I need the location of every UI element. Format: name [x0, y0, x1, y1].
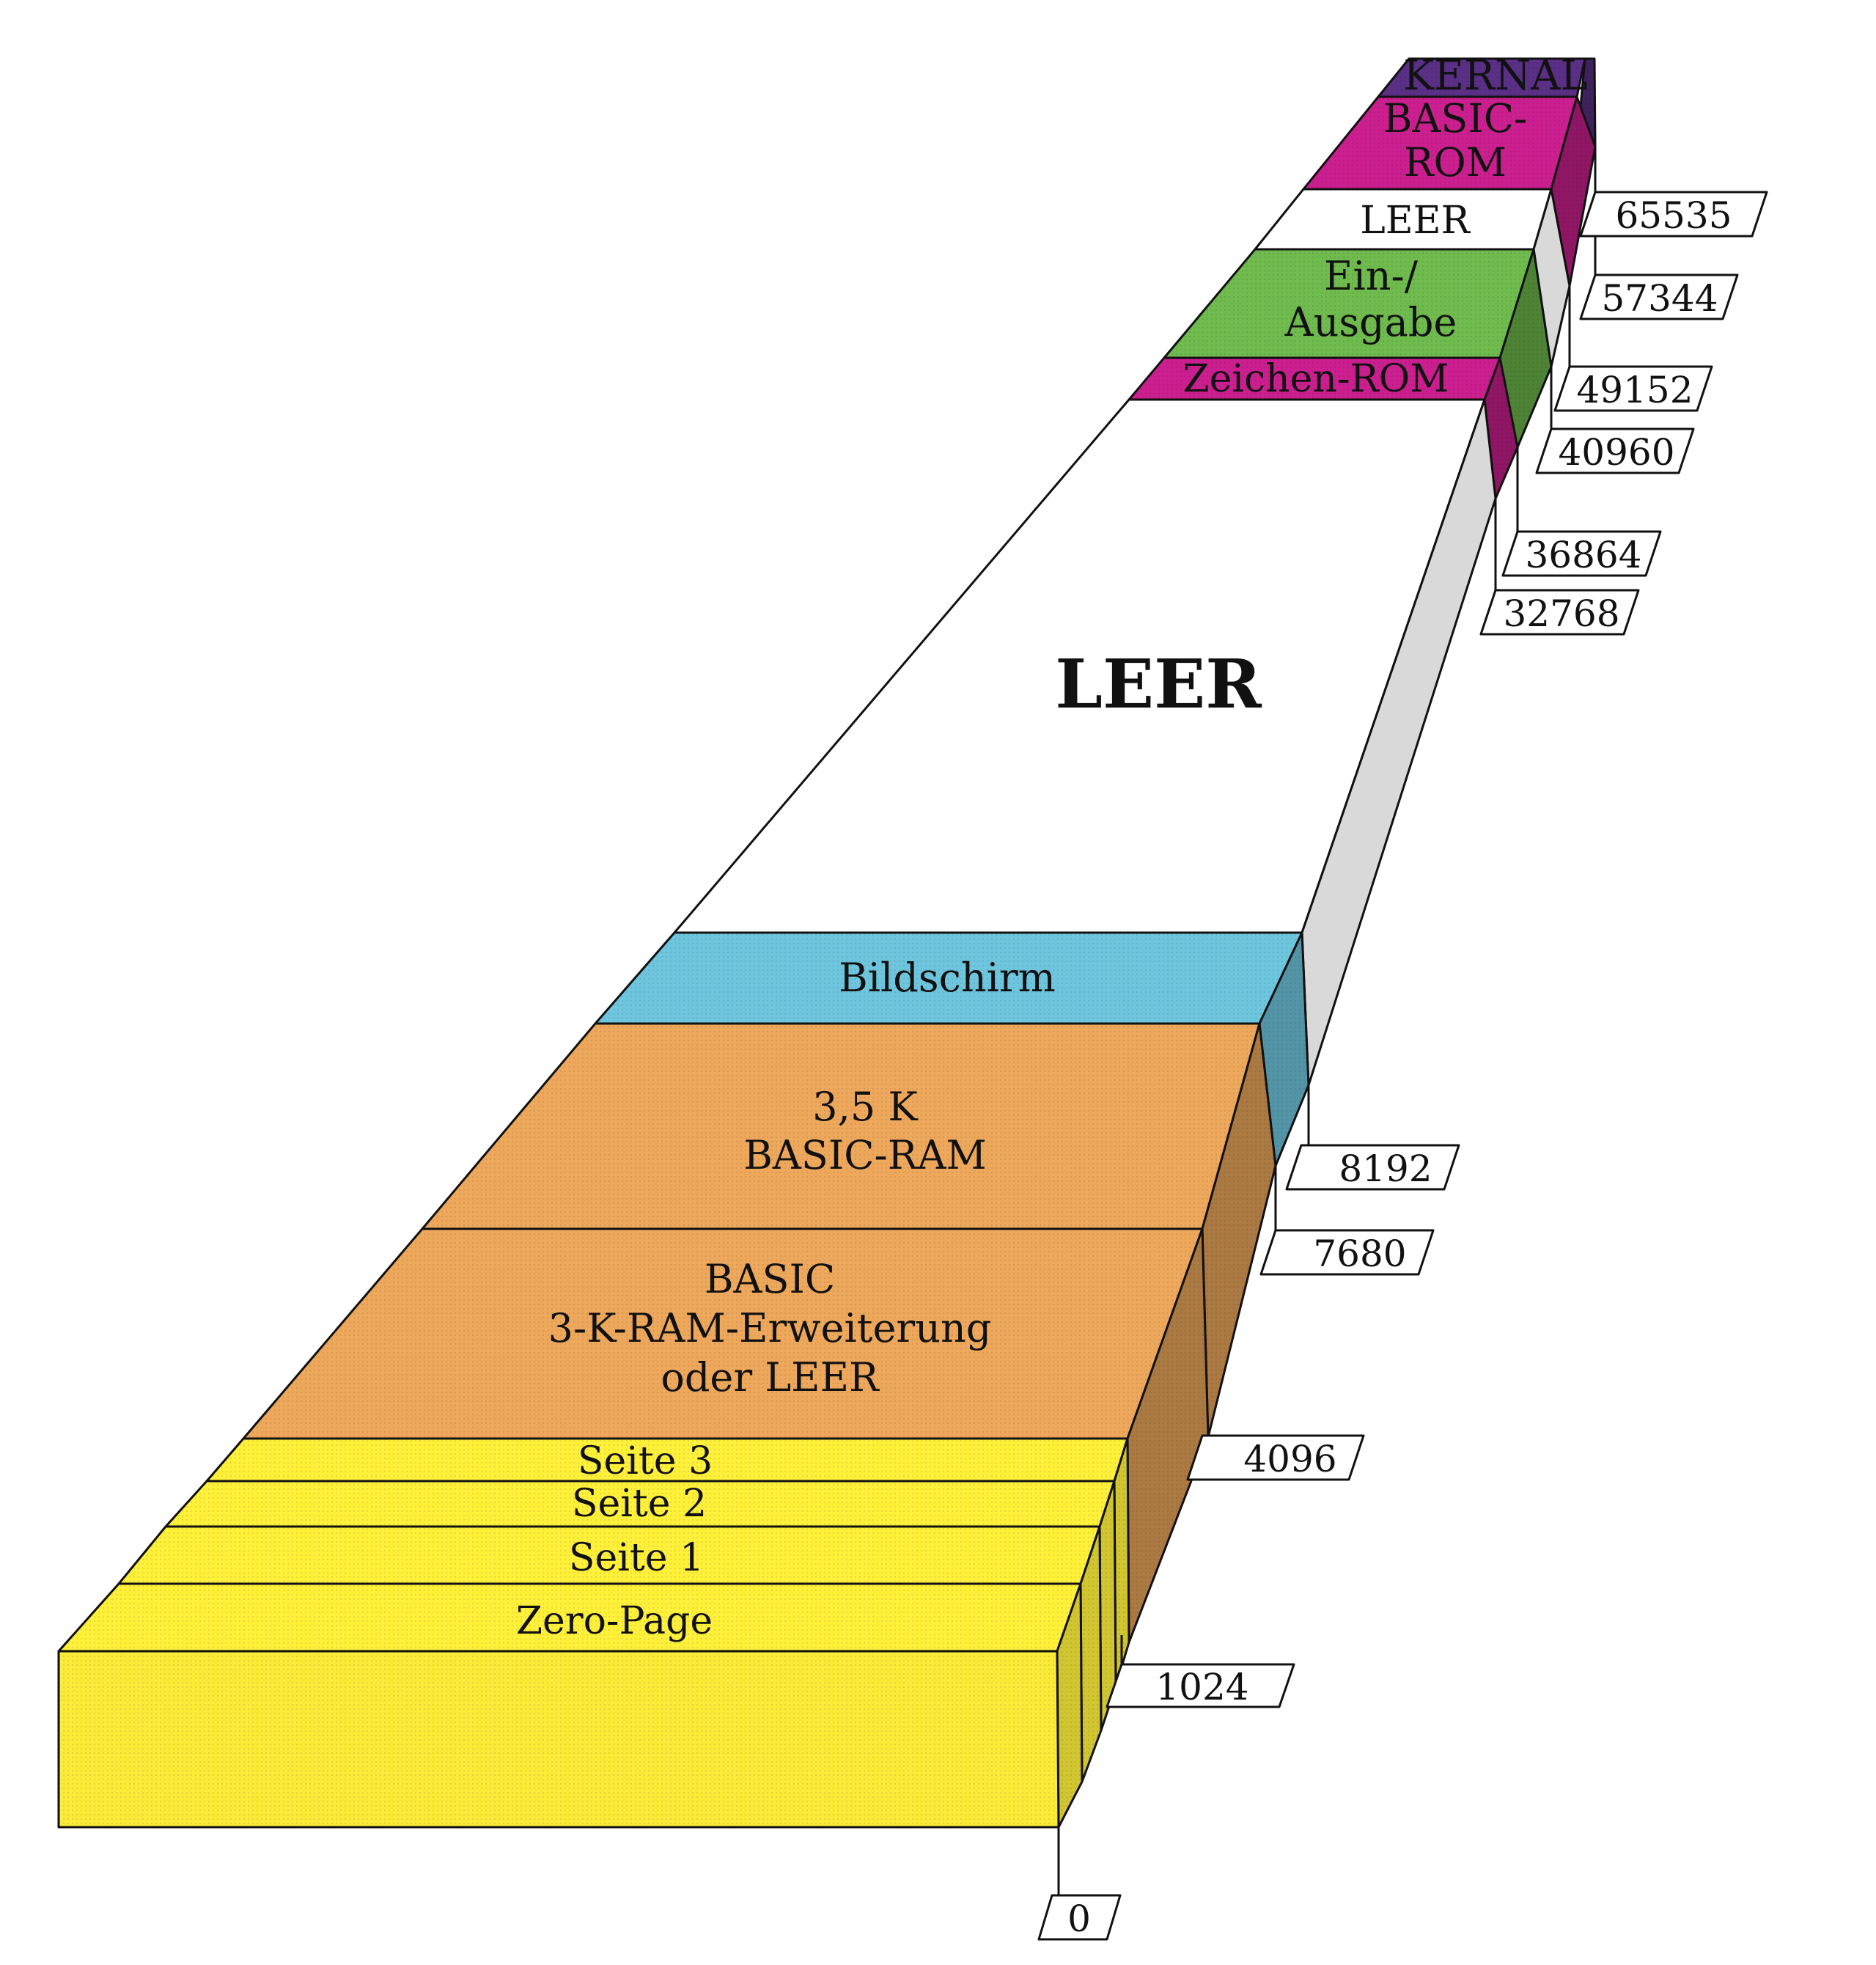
address-label-65535: 65535	[1579, 191, 1768, 238]
block-zeichen-rom: Zeichen-ROM	[1128, 356, 1519, 500]
block-leer-main-label: LEER	[1055, 644, 1262, 724]
address-label-57344: 57344	[1579, 273, 1739, 320]
block-basic-ram-line1: 3,5 K	[812, 1084, 919, 1130]
address-8192-text: 8192	[1339, 1147, 1432, 1190]
address-32768-text: 32768	[1503, 592, 1619, 635]
block-seite-2: Seite 2	[164, 1480, 1117, 1732]
block-ein-ausgabe-side-texture	[1500, 249, 1551, 447]
block-basic-expansion-line2: 3-K-RAM-Erweiterung	[548, 1305, 992, 1351]
block-basic-expansion-top-texture	[243, 1229, 1202, 1439]
address-label-32768: 32768	[1479, 589, 1640, 636]
block-bildschirm-top-texture	[595, 933, 1302, 1024]
block-leer-upper-label: LEER	[1360, 199, 1471, 243]
block-ein-ausgabe-top-texture	[1164, 249, 1534, 358]
block-kernal-top-texture	[1378, 59, 1585, 97]
address-40960-text: 40960	[1558, 431, 1674, 474]
block-basic-rom: BASIC- ROM	[1302, 95, 1597, 287]
address-label-4096: 4096	[1186, 1434, 1365, 1481]
block-seite-1: Seite 1	[117, 1525, 1103, 1783]
block-basic-expansion: BASIC 3-K-RAM-Erweiterung oder LEER	[242, 1227, 1210, 1644]
address-label-8192: 8192	[1285, 1144, 1460, 1191]
address-65535-text: 65535	[1615, 194, 1732, 237]
block-kernal-label: KERNAL	[1403, 52, 1588, 100]
address-0-text: 0	[1067, 1898, 1091, 1940]
block-seite-3-top-texture	[207, 1439, 1128, 1481]
block-ein-ausgabe-line2: Ausgabe	[1284, 299, 1457, 345]
block-zero-page-top-texture	[59, 1584, 1081, 1651]
address-label-40960: 40960	[1535, 427, 1695, 474]
block-bildschirm-label: Bildschirm	[839, 955, 1056, 1001]
block-zero-page-side-texture	[1057, 1584, 1082, 1827]
block-basic-expansion-line3: oder LEER	[661, 1354, 880, 1400]
block-zeichen-rom-side-texture	[1485, 358, 1518, 499]
address-57344-text: 57344	[1601, 277, 1718, 320]
block-basic-rom-top-texture	[1303, 97, 1577, 189]
address-label-0: 0	[1037, 1894, 1122, 1941]
address-label-49152: 49152	[1553, 365, 1713, 412]
block-zero-page-front-texture	[59, 1651, 1059, 1827]
block-leer-upper: LEER	[1254, 188, 1571, 368]
block-basic-rom-line2: ROM	[1404, 139, 1507, 186]
address-49152-text: 49152	[1576, 369, 1693, 411]
block-zero-page: Zero-Page	[57, 1582, 1084, 1829]
block-seite-3-label: Seite 3	[578, 1439, 713, 1483]
block-seite-3-side-texture	[1114, 1439, 1129, 1686]
address-label-1024: 1024	[1106, 1663, 1295, 1708]
block-seite-3: Seite 3	[205, 1437, 1130, 1688]
block-bildschirm: Bildschirm	[594, 931, 1310, 1167]
block-seite-1-side-texture	[1081, 1527, 1101, 1782]
block-seite-1-label: Seite 1	[569, 1536, 704, 1580]
address-36864-text: 36864	[1525, 534, 1641, 576]
block-seite-2-label: Seite 2	[572, 1482, 707, 1526]
address-label-7680: 7680	[1259, 1229, 1435, 1276]
address-label-36864: 36864	[1501, 530, 1662, 577]
block-basic-ram: 3,5 K BASIC-RAM	[421, 1022, 1277, 1439]
block-basic-rom-line1: BASIC-	[1383, 95, 1528, 142]
block-basic-ram-top-texture	[422, 1024, 1259, 1229]
block-basic-expansion-line1: BASIC	[705, 1256, 835, 1302]
block-zeichen-rom-label: Zeichen-ROM	[1182, 357, 1449, 401]
block-seite-2-side-texture	[1100, 1481, 1116, 1730]
block-basic-rom-side-texture	[1551, 97, 1595, 286]
address-7680-text: 7680	[1313, 1233, 1406, 1275]
block-basic-expansion-side-texture	[1128, 1229, 1208, 1642]
block-seite-1-top-texture	[119, 1527, 1100, 1584]
block-seite-2-top-texture	[166, 1481, 1114, 1527]
block-basic-ram-side-texture	[1202, 1024, 1276, 1437]
block-basic-ram-line2: BASIC-RAM	[743, 1132, 987, 1178]
block-ein-ausgabe-line1: Ein-/	[1324, 253, 1419, 299]
block-zeichen-rom-top-texture	[1129, 358, 1500, 400]
block-bildschirm-side-texture	[1259, 933, 1309, 1166]
block-zero-page-label: Zero-Page	[516, 1599, 713, 1643]
address-4096-text: 4096	[1243, 1438, 1336, 1480]
address-1024-text: 1024	[1155, 1666, 1248, 1708]
